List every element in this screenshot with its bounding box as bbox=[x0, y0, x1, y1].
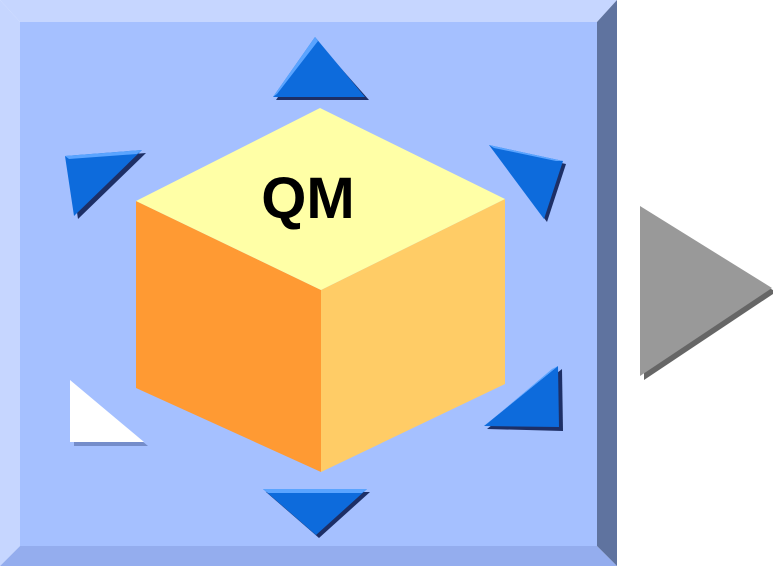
panel-bevel-bottom bbox=[0, 546, 617, 566]
arrow-up-right-icon bbox=[484, 366, 563, 431]
next-arrow-icon bbox=[640, 206, 773, 380]
arrow-down-right-icon bbox=[489, 145, 566, 222]
cube-left-face bbox=[136, 201, 321, 472]
panel-bevel-top bbox=[0, 0, 617, 22]
arrow-down-icon bbox=[263, 489, 370, 538]
arrow-up-icon bbox=[273, 37, 369, 100]
arrow-white-down-left-icon bbox=[70, 380, 148, 446]
qm-cube: QM bbox=[136, 108, 505, 472]
cube-label: QM bbox=[261, 166, 354, 231]
panel-bevel-right bbox=[597, 0, 617, 566]
arrow-down-left-icon bbox=[65, 150, 146, 219]
panel-bevel-left bbox=[0, 0, 20, 566]
cube-top-face bbox=[136, 108, 505, 290]
